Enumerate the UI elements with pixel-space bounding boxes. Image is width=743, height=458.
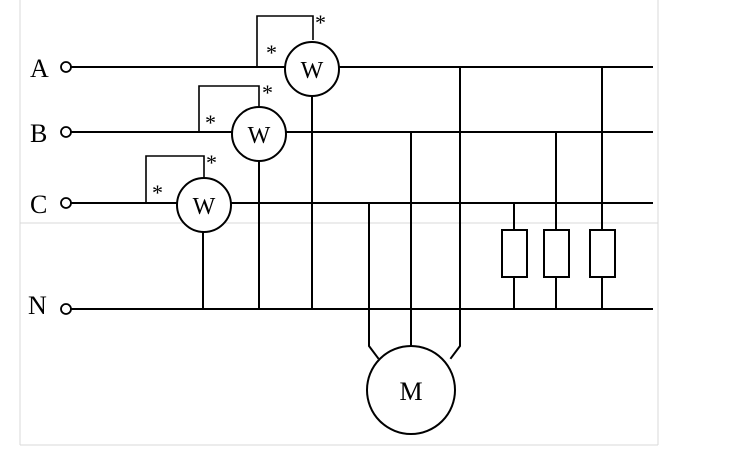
line-label-c: C [30, 190, 47, 219]
polarity-mark-a-current: * [266, 40, 277, 65]
load-resistor-a [589, 66, 616, 310]
motor-leads [368, 66, 461, 360]
wattmeter-c-label: W [193, 194, 216, 220]
wattmeter-a-voltage-loop [256, 15, 314, 67]
line-label-n: N [28, 291, 47, 320]
polarity-mark-c-current: * [152, 180, 163, 205]
polarity-mark-a-voltage: * [315, 10, 326, 35]
wattmeter-b-voltage-loop [198, 85, 260, 132]
load-resistor-b [543, 131, 570, 310]
load-resistor-c [501, 202, 528, 310]
wattmeter-a: W [284, 41, 340, 97]
line-label-b: B [30, 119, 47, 148]
wattmeter-b-label: W [248, 123, 271, 149]
motor: M [366, 345, 456, 435]
line-label-a: A [30, 54, 49, 83]
terminal-a [60, 61, 72, 73]
terminal-n [60, 303, 72, 315]
polarity-mark-b-voltage: * [262, 80, 273, 105]
terminal-c [60, 197, 72, 209]
figure-frame [19, 0, 659, 446]
wattmeter-b: W [231, 106, 287, 162]
wattmeter-c: W [176, 177, 232, 233]
polarity-mark-b-current: * [205, 110, 216, 135]
polarity-mark-c-voltage: * [206, 150, 217, 175]
wattmeter-a-label: W [301, 58, 324, 84]
wattmeter-c-voltage-loop [145, 155, 205, 203]
motor-label: M [399, 377, 422, 406]
terminal-b [60, 126, 72, 138]
